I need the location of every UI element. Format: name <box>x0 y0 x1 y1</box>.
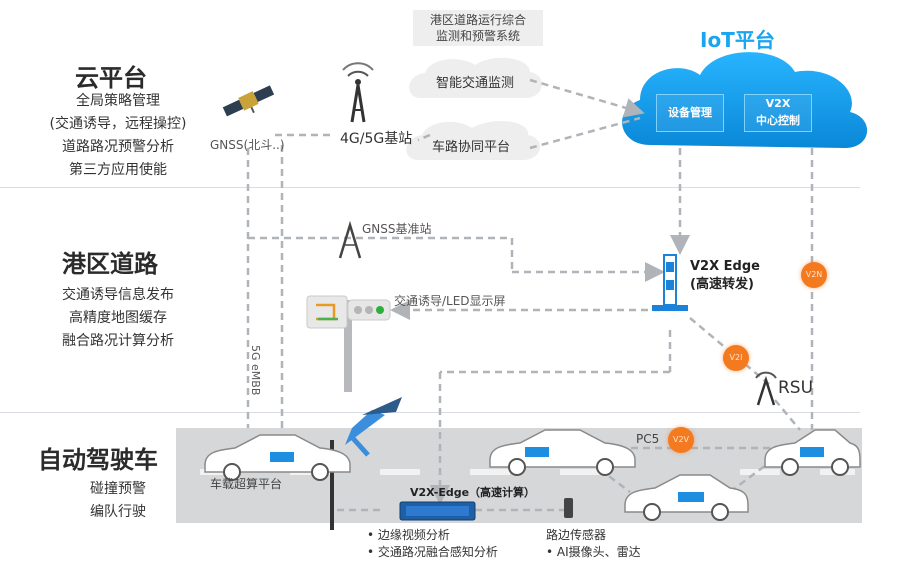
iot-box-label: V2X <box>765 97 791 110</box>
cloud-section-lines: 全局策略管理 (交通诱导，远程操控) 道路路况预警分析 第三方应用使能 <box>18 90 218 182</box>
cloud-line: 全局策略管理 <box>76 93 160 109</box>
vehicle-section-lines: 碰撞预警 编队行驶 <box>18 478 218 524</box>
gnss-reference-icon <box>338 220 362 259</box>
lane-mark <box>380 469 420 475</box>
iot-box-label: 设备管理 <box>668 106 712 119</box>
vehicle-section-title: 自动驾驶车 <box>38 446 158 474</box>
gnss-reference-label: GNSS基准站 <box>362 222 432 236</box>
embb-label: 5G eMBB <box>249 345 262 396</box>
v2x-edge-top-label: V2X Edge (高速转发) <box>690 258 760 294</box>
iot-device-management: 设备管理 <box>656 94 724 132</box>
v2x-edge-box-icon <box>399 501 476 521</box>
rsu-tower-icon <box>755 371 777 406</box>
lane-mark <box>560 469 600 475</box>
base-station-label: 4G/5G基站 <box>340 131 413 147</box>
v2x-edge-device-icon <box>652 254 688 311</box>
cloud-section-title: 云平台 <box>75 64 147 92</box>
bullet-fusion: • 交通路况融合感知分析 <box>367 545 498 559</box>
v2n-dot: V2N <box>801 262 827 288</box>
v2x-edge-top-line: (高速转发) <box>690 277 754 292</box>
display-label: 交通诱导/LED显示屏 <box>394 294 506 308</box>
onboard-label: 车载超算平台 <box>210 477 283 491</box>
traffic-monitor-bubble: 智能交通监测 <box>436 76 515 91</box>
system-label-line: 监测和预警系统 <box>435 29 520 43</box>
antenna-dish-icon <box>330 397 402 530</box>
vehicle-line: 编队行驶 <box>90 504 146 520</box>
vehicle-line: 碰撞预警 <box>90 481 146 497</box>
v2v-dot: V2V <box>668 427 694 453</box>
v2i-dot: V2I <box>723 345 749 371</box>
car-bottom <box>624 474 749 521</box>
bullet-video: • 边缘视频分析 <box>367 528 450 542</box>
car-middle <box>489 429 636 476</box>
roadside-sensor-icon <box>564 498 573 518</box>
port-section-lines: 交通诱导信息发布 高精度地图缓存 融合路况计算分析 <box>18 284 218 353</box>
bubble-cloud-coop <box>406 120 541 160</box>
lane-mark <box>740 469 780 475</box>
system-label: 港区道路运行综合 监测和预警系统 <box>413 10 543 46</box>
iot-title: IoT平台 <box>700 28 775 52</box>
pc5-label: PC5 <box>636 432 660 446</box>
port-line: 交通诱导信息发布 <box>62 287 174 303</box>
system-label-line: 港区道路运行综合 <box>429 13 526 27</box>
v2x-edge-bottom-label: V2X-Edge（高速计算） <box>410 486 536 499</box>
cloud-line: (交通诱导，远程操控) <box>49 116 187 132</box>
traffic-display-icon <box>306 295 391 392</box>
divider-top <box>0 187 860 188</box>
gnss-label: GNSS(北斗..) <box>210 138 285 152</box>
port-line: 高精度地图缓存 <box>69 310 167 326</box>
lane-mark <box>470 469 510 475</box>
port-line: 融合路况计算分析 <box>62 333 174 349</box>
bubble-cloud-traffic <box>409 57 542 98</box>
iot-v2x-control: V2X 中心控制 <box>744 94 812 132</box>
car-right <box>764 429 861 476</box>
coop-platform-bubble: 车路协同平台 <box>432 140 511 155</box>
divider-bottom <box>0 412 860 413</box>
cell-tower-icon <box>342 62 374 123</box>
cloud-line: 第三方应用使能 <box>69 162 167 178</box>
satellite-icon <box>222 85 275 117</box>
iot-box-label: 中心控制 <box>756 114 800 127</box>
v2x-edge-top-line: V2X Edge <box>690 259 760 274</box>
port-section-title: 港区道路 <box>62 250 158 278</box>
cloud-line: 道路路况预警分析 <box>62 139 174 155</box>
roadside-sensor-label: 路边传感器 <box>546 528 607 542</box>
rsu-label: RSU <box>778 378 814 398</box>
car-left <box>204 434 351 481</box>
bullet-ai: • AI摄像头、雷达 <box>546 545 641 559</box>
